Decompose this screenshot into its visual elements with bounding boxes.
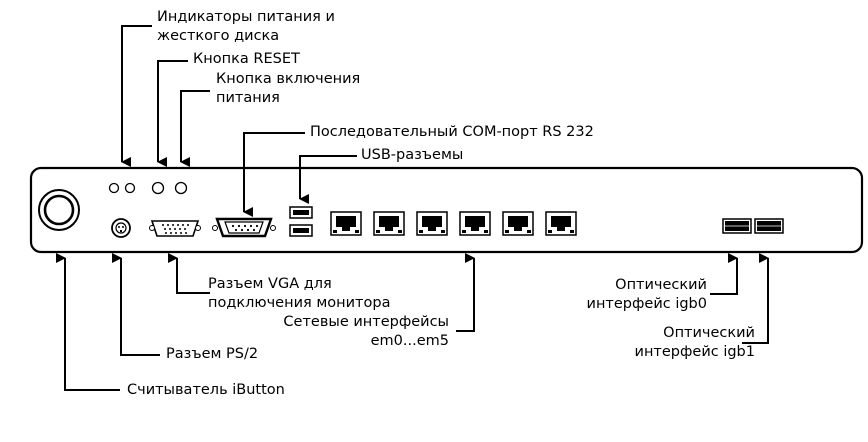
usb-label: USB-разъемы (361, 147, 464, 163)
vga-port (149, 220, 201, 237)
power-leader (180, 90, 210, 167)
power-label-line2: питания (216, 90, 280, 106)
power-label-line1: Кнопка включения (216, 71, 361, 87)
ibutton-label: Считыватель iButton (127, 382, 285, 398)
ethernet-port-em5 (545, 211, 577, 236)
ethernet-port-em0 (330, 211, 362, 236)
igb1-label-line2: интерфейс igb1 (634, 344, 755, 360)
power-indicator (108, 182, 120, 194)
com-port (212, 217, 276, 238)
com-label: Последовательный COM-порт RS 232 (310, 124, 594, 140)
usb-leader (299, 155, 357, 204)
usb-port-2 (289, 224, 313, 237)
net-label-line1: Сетевые интерфейсы (283, 314, 449, 330)
ethernet-ports (330, 211, 577, 236)
power-button (174, 181, 188, 195)
igb1-label: Оптический интерфейс igb1 (635, 324, 755, 362)
reset-leader (157, 60, 188, 167)
ibutton-reader (38, 189, 80, 231)
ps2-port (111, 218, 131, 238)
ethernet-port-em4 (502, 211, 534, 236)
power-label: Кнопка включения питания (216, 70, 360, 108)
net-label: Сетевые интерфейсы em0...em5 (283, 313, 449, 351)
igb0-label-line2: интерфейс igb0 (586, 296, 707, 312)
sfp-port-igb1 (754, 218, 784, 234)
vga-leader (168, 253, 210, 294)
igb0-label: Оптический интерфейс igb0 (587, 276, 707, 314)
igb0-leader (710, 253, 738, 295)
ethernet-port-em1 (373, 211, 405, 236)
igb0-label-line1: Оптический (615, 277, 707, 293)
hdd-indicator (124, 182, 136, 194)
ethernet-port-em3 (459, 211, 491, 236)
net-leader (456, 253, 475, 332)
vga-label: Разъем VGA для подключения монитора (208, 275, 390, 313)
indicators-leader (121, 25, 152, 167)
indicators-label-line1: Индикаторы питания и (157, 9, 335, 25)
indicators-label-line2: жесткого диска (157, 28, 280, 44)
igb1-label-line1: Оптический (663, 325, 755, 341)
ps2-leader (112, 253, 160, 356)
ps2-label: Разъем PS/2 (166, 346, 259, 362)
sfp-port-igb0 (722, 218, 752, 234)
vga-label-line1: Разъем VGA для (208, 276, 332, 292)
ethernet-port-em2 (416, 211, 448, 236)
usb-port-1 (289, 206, 313, 219)
indicators-label: Индикаторы питания и жесткого диска (157, 8, 335, 46)
vga-label-line2: подключения монитора (208, 295, 391, 311)
device-chassis (29, 166, 864, 254)
reset-button (151, 181, 165, 195)
ibutton-leader (56, 253, 120, 391)
reset-label: Кнопка RESET (193, 51, 300, 67)
igb1-leader (742, 253, 769, 344)
com-leader (243, 132, 305, 217)
net-label-line2: em0...em5 (370, 333, 449, 349)
